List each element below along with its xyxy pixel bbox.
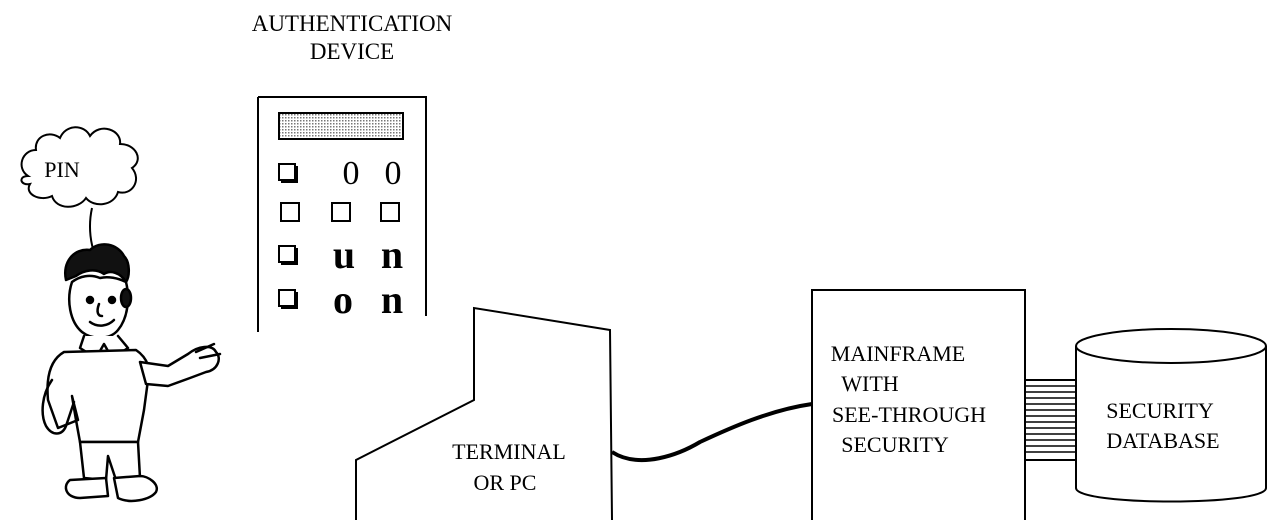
database-label-line1: SECURITY	[1106, 398, 1214, 423]
device-title-line2: DEVICE	[310, 39, 394, 64]
checkbox-icon	[278, 163, 298, 183]
key-blank-icon	[380, 202, 400, 222]
terminal-label-line2: OR PC	[474, 470, 537, 495]
key-row3-a: u	[333, 232, 355, 277]
connection-cable	[610, 402, 813, 463]
mainframe-label-line1: MAINFRAME	[831, 341, 965, 366]
mainframe-label-line4: SECURITY	[841, 432, 949, 457]
checkbox-icon	[278, 289, 298, 309]
database-label-line2: DATABASE	[1106, 428, 1219, 453]
database-connector	[1024, 379, 1077, 461]
key-blank-icon	[280, 202, 300, 222]
device-title-line1: AUTHENTICATION	[252, 11, 453, 36]
authentication-device: 0 0 u n o n	[257, 96, 427, 332]
key-blank-icon	[331, 202, 351, 222]
security-database-cylinder	[1075, 328, 1267, 503]
mainframe-label-line3: SEE-THROUGH	[832, 402, 986, 427]
key-row4-a: o	[333, 277, 353, 322]
terminal-label-line1: TERMINAL	[452, 439, 566, 464]
terminal-or-pc	[355, 306, 613, 520]
mainframe-label-line2: WITH	[841, 371, 899, 396]
checkbox-icon	[278, 245, 298, 265]
device-display	[278, 112, 404, 140]
pin-label: PIN	[44, 157, 80, 182]
key-row1-a: 0	[343, 155, 360, 192]
key-row4-b: n	[381, 277, 403, 322]
user-person-icon	[41, 243, 222, 503]
pin-cloud: PIN	[20, 126, 139, 263]
key-row3-b: n	[381, 232, 403, 277]
key-row1-b: 0	[385, 155, 402, 192]
